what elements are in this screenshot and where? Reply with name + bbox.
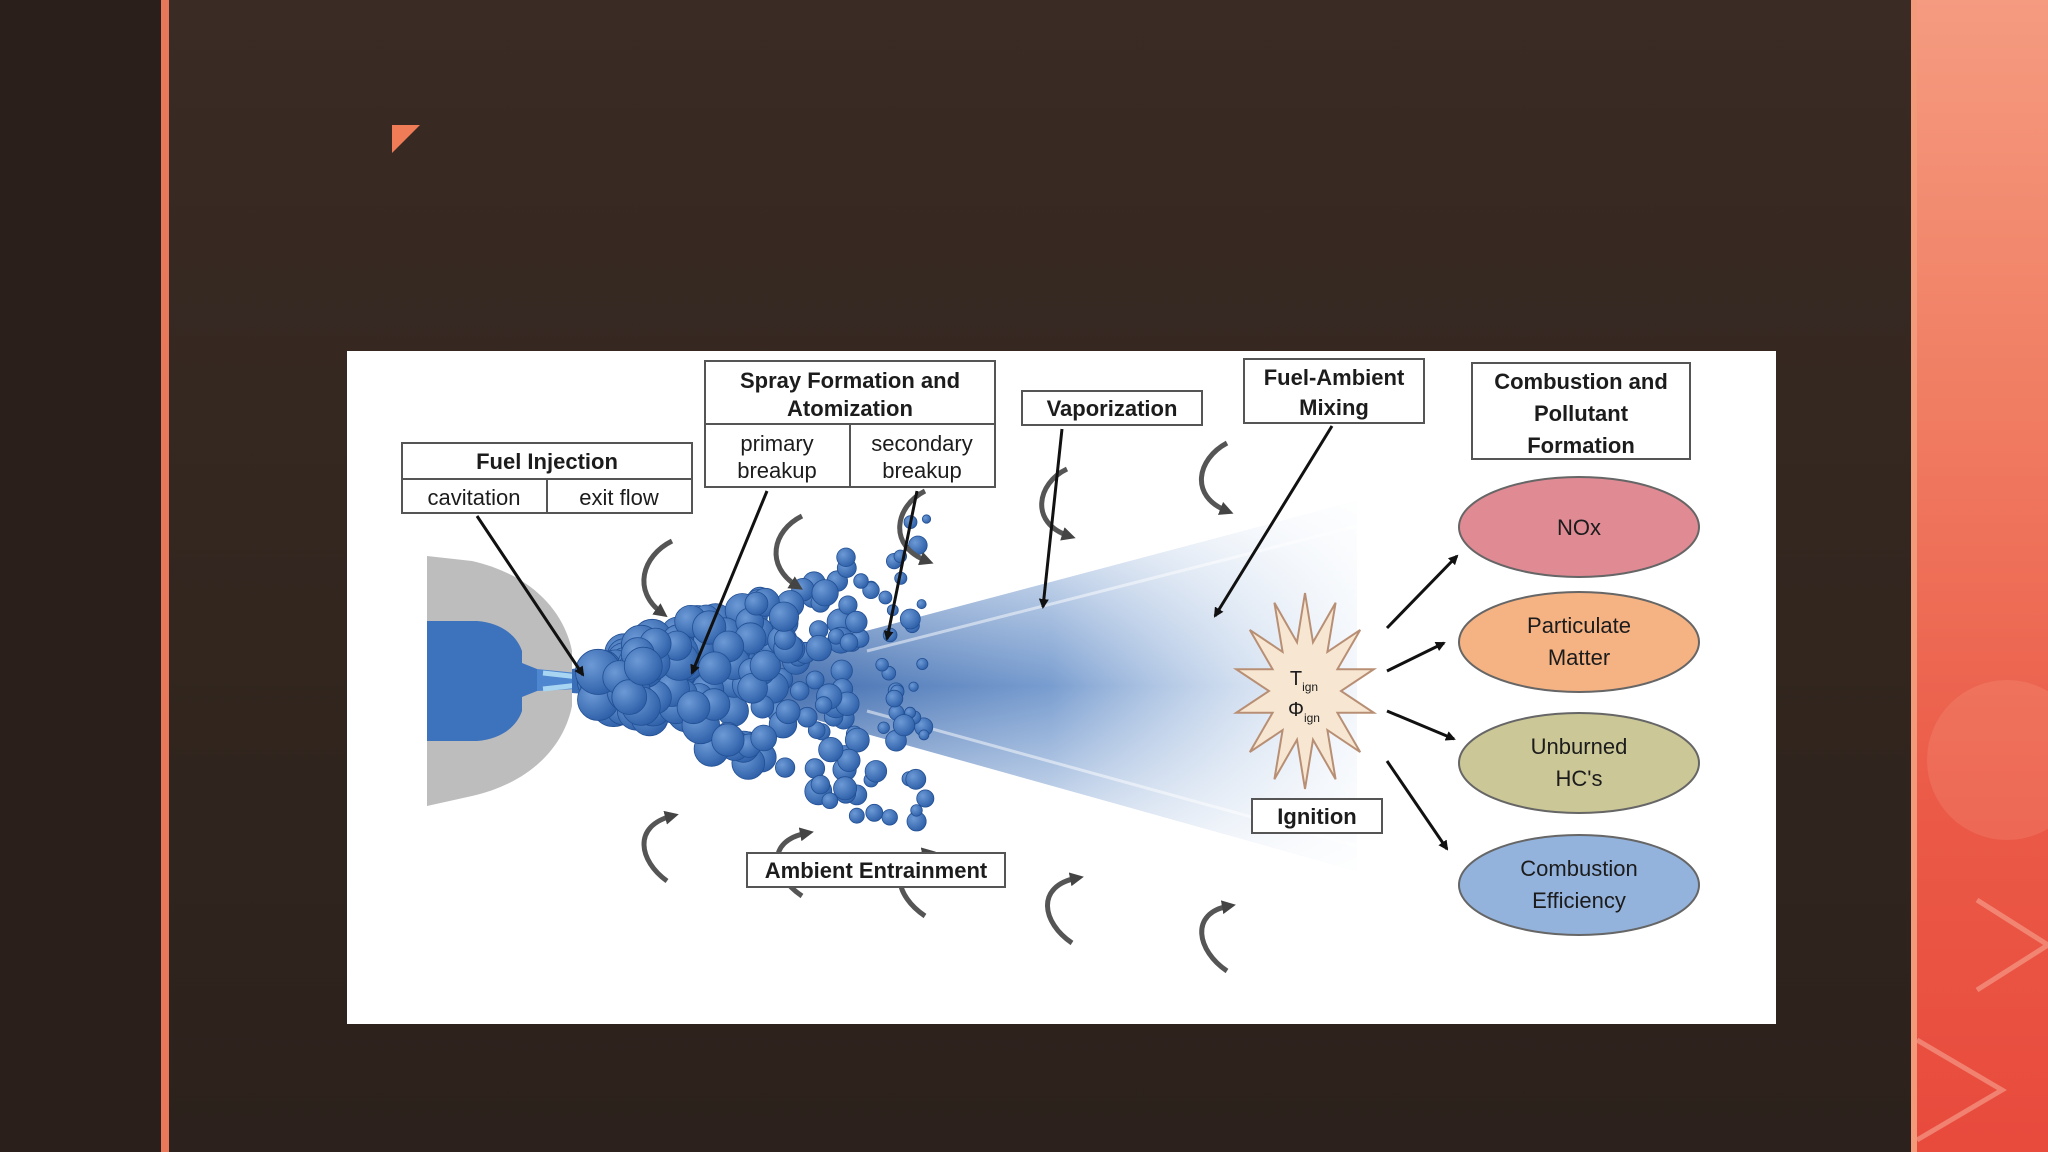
spray-droplet	[837, 748, 861, 772]
right-accent-line	[1911, 0, 1917, 1152]
svg-text:breakup: breakup	[737, 458, 817, 483]
spray-droplet	[774, 757, 796, 778]
spray-droplet	[749, 650, 781, 682]
spray-droplet	[908, 681, 919, 692]
svg-text:Ambient Entrainment: Ambient Entrainment	[765, 858, 988, 883]
spray-droplet	[811, 579, 839, 607]
spray-droplet	[833, 776, 858, 801]
vaporization-box: Vaporization	[1021, 390, 1203, 426]
outcome-unburned-hc: Unburned HC's	[1458, 712, 1700, 814]
svg-text:breakup: breakup	[882, 458, 962, 483]
left-background-strip	[0, 0, 162, 1152]
spray-droplet	[910, 804, 923, 817]
spray-droplet	[875, 658, 889, 672]
spray-droplet	[611, 679, 648, 715]
svg-text:Combustion: Combustion	[1520, 856, 1637, 881]
svg-text:Matter: Matter	[1548, 645, 1610, 670]
spray-droplet	[885, 689, 904, 708]
spray-droplet	[881, 809, 898, 826]
spray-formation-box: Spray Formation and Atomization primary …	[704, 360, 996, 488]
svg-text:Mixing: Mixing	[1299, 395, 1369, 420]
spray-droplet	[916, 599, 927, 610]
svg-text:Formation: Formation	[1527, 433, 1635, 458]
svg-text:Ignition: Ignition	[1277, 804, 1356, 829]
outcome-particulate-matter: Particulate Matter	[1458, 591, 1700, 693]
svg-text:Efficiency: Efficiency	[1532, 888, 1626, 913]
spray-droplet	[711, 723, 745, 757]
spray-droplet	[844, 727, 870, 753]
spray-droplet	[905, 768, 927, 790]
svg-text:Φign: Φign	[1288, 699, 1320, 725]
chevron-decoration-icon	[1917, 680, 2048, 1143]
ambient-entrainment-box: Ambient Entrainment	[746, 852, 1006, 888]
spray-droplet	[877, 721, 890, 735]
spray-droplet	[916, 789, 935, 808]
spray-droplet	[918, 729, 930, 741]
spray-droplet	[750, 724, 778, 752]
spray-droplet	[821, 792, 839, 810]
outcome-nox: NOx	[1458, 476, 1700, 578]
svg-text:Particulate: Particulate	[1527, 613, 1631, 638]
spray-droplet	[836, 547, 856, 568]
spray-droplet	[775, 699, 801, 725]
spray-droplets	[575, 514, 935, 832]
svg-text:HC's: HC's	[1556, 766, 1603, 791]
spray-droplet	[805, 634, 832, 662]
svg-text:Vaporization: Vaporization	[1047, 396, 1178, 421]
spray-droplet	[916, 657, 929, 670]
spray-droplet	[853, 573, 869, 589]
spray-droplet	[848, 807, 865, 824]
spray-droplet	[768, 601, 799, 632]
spray-droplet	[818, 736, 844, 763]
spray-droplet	[878, 590, 893, 605]
fuel-injection-box: Fuel Injection cavitation exit flow	[401, 442, 693, 514]
spray-droplet	[698, 651, 732, 685]
svg-text:NOx: NOx	[1557, 515, 1601, 540]
left-accent-line	[161, 0, 169, 1152]
spray-droplet	[838, 595, 858, 615]
spray-droplet	[921, 514, 932, 524]
spray-droplet	[676, 690, 711, 725]
fuel-ambient-mixing-box: Fuel-Ambient Mixing	[1243, 358, 1425, 424]
spray-droplet	[845, 610, 868, 634]
spray-droplet	[830, 659, 853, 682]
spray-droplet	[790, 681, 810, 701]
spray-combustion-diagram: Tign Φign Fuel Injection cavitation exit…	[347, 351, 1776, 1024]
spray-droplet	[865, 803, 884, 822]
spray-droplet	[814, 696, 833, 714]
svg-text:Spray Formation and: Spray Formation and	[740, 368, 960, 393]
spray-cone	[677, 501, 1358, 871]
diagram-canvas: Tign Φign Fuel Injection cavitation exit…	[401, 358, 1700, 974]
spray-droplet	[862, 581, 880, 600]
svg-text:Atomization: Atomization	[787, 396, 913, 421]
spray-droplet	[892, 714, 916, 737]
ignition-star: Tign Φign	[1232, 592, 1378, 790]
spray-droplet	[864, 760, 888, 783]
pointer-arrows	[475, 425, 1459, 851]
spray-droplet	[744, 591, 769, 616]
right-decorative-panel	[1917, 0, 2048, 1152]
svg-text:Fuel-Ambient: Fuel-Ambient	[1264, 365, 1405, 390]
spray-droplet	[839, 633, 859, 652]
outcome-combustion-efficiency: Combustion Efficiency	[1458, 834, 1700, 936]
svg-text:Combustion and: Combustion and	[1494, 369, 1668, 394]
svg-text:secondary: secondary	[871, 431, 973, 456]
svg-text:cavitation: cavitation	[428, 485, 521, 510]
spray-droplet	[623, 646, 663, 686]
svg-text:Pollutant: Pollutant	[1534, 401, 1629, 426]
svg-text:Fuel Injection: Fuel Injection	[476, 449, 618, 474]
spray-droplet	[805, 670, 825, 690]
svg-text:Tign: Tign	[1290, 668, 1318, 694]
svg-text:primary: primary	[740, 431, 813, 456]
spray-droplet	[810, 774, 831, 795]
svg-text:Unburned: Unburned	[1531, 734, 1628, 759]
combustion-pollutant-box: Combustion and Pollutant Formation	[1471, 362, 1691, 460]
svg-text:exit flow: exit flow	[579, 485, 659, 510]
injector-nozzle	[427, 556, 580, 806]
ignition-box: Ignition	[1251, 798, 1383, 834]
bullet-triangle-icon	[392, 125, 420, 153]
spray-droplet	[899, 608, 921, 630]
